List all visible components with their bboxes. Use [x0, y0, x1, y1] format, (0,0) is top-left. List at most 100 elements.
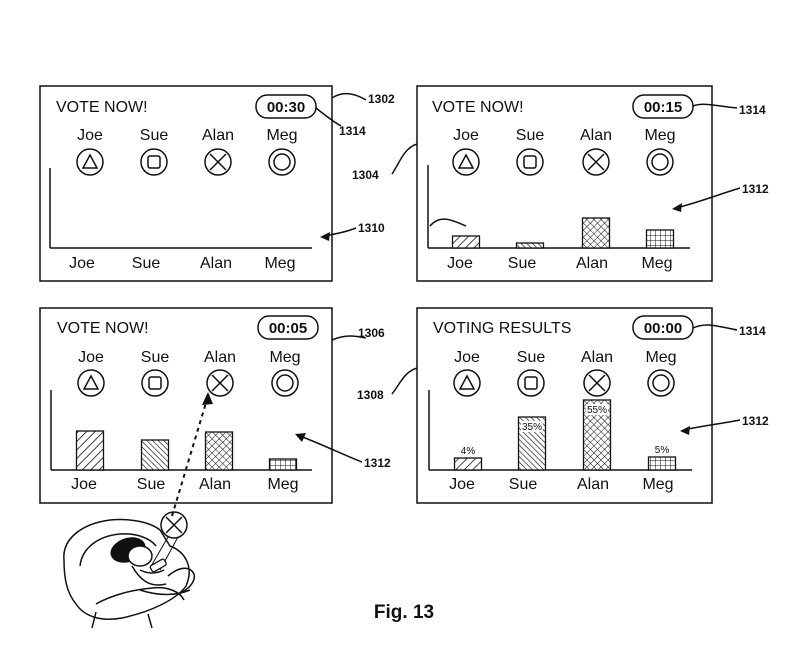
person-arm: [139, 569, 165, 574]
candidate-name: Alan: [581, 349, 613, 366]
bar: [75, 430, 105, 471]
panel-frame: [39, 85, 333, 282]
cross-icon[interactable]: [204, 148, 232, 176]
bar: [647, 456, 677, 471]
candidate-name: Meg: [266, 127, 297, 144]
cross-icon[interactable]: [582, 148, 610, 176]
x-stroke: [165, 516, 183, 534]
arrowhead: [680, 426, 690, 435]
reference-numerals: 1302 1314 1314 1304 1312 1310 1306 1314 …: [295, 92, 769, 470]
panel-frame: [416, 307, 713, 504]
circle-icon[interactable]: [646, 148, 674, 176]
leader-1302: [331, 92, 367, 101]
x-axis-label: Alan: [199, 476, 231, 493]
circle-icon[interactable]: [268, 148, 296, 176]
x-axis-label: Alan: [200, 255, 232, 272]
leader-1314-a: [315, 107, 342, 127]
ref-1306: 1306: [358, 326, 385, 340]
candidate-name: Meg: [644, 127, 675, 144]
circle-icon[interactable]: [647, 369, 675, 397]
percent-label: 55%: [587, 405, 607, 416]
triangle-icon[interactable]: [77, 369, 105, 397]
ref-1310: 1310: [358, 221, 385, 235]
percent-label-bg: [457, 445, 479, 456]
square-icon[interactable]: [517, 369, 545, 397]
timer-badge: [257, 315, 319, 340]
x-axis-label: Meg: [642, 476, 673, 493]
x-axis-label: Meg: [641, 255, 672, 272]
triangle-icon[interactable]: [76, 148, 104, 176]
circle-icon[interactable]: [271, 369, 299, 397]
timer-text: 00:05: [269, 320, 307, 337]
arrowhead: [295, 433, 306, 442]
remote-signal: [149, 536, 169, 569]
x-axis-label: Sue: [132, 255, 161, 272]
percent-label: 5%: [655, 445, 670, 456]
square-icon[interactable]: [140, 148, 168, 176]
leader-1308: [391, 367, 418, 395]
x-axis-label: Joe: [69, 255, 95, 272]
timer-text: 00:00: [644, 320, 682, 337]
triangle-icon[interactable]: [452, 148, 480, 176]
figure-label: Fig. 13: [374, 602, 434, 623]
cross-icon[interactable]: [583, 369, 611, 397]
ref-1308: 1308: [357, 388, 384, 402]
candidate-name: Joe: [454, 349, 480, 366]
bar: [268, 458, 298, 471]
ref-1302: 1302: [368, 92, 395, 106]
timer-badge: [632, 94, 694, 119]
armrest: [167, 567, 196, 595]
square-icon[interactable]: [141, 369, 169, 397]
timer-badge: [255, 94, 317, 119]
bar: [451, 235, 481, 249]
leader-1312-a: [675, 187, 741, 209]
armchair-back: [79, 533, 157, 567]
x-axis-label: Joe: [71, 476, 97, 493]
panel-frame: [416, 85, 713, 282]
x-axis-label: Alan: [577, 476, 609, 493]
candidate-name: Sue: [517, 349, 546, 366]
candidate-name: Sue: [516, 127, 545, 144]
bar-group: [75, 430, 298, 471]
selected-x-icon: [160, 511, 188, 539]
x-axis-label: Meg: [267, 476, 298, 493]
panel-title: VOTE NOW!: [56, 99, 148, 116]
viewer-illustration: [63, 392, 213, 629]
chair-leg: [147, 613, 153, 629]
bar: [581, 217, 611, 249]
candidate-name: Sue: [141, 349, 170, 366]
percent-label-bg: [521, 421, 543, 432]
person-face: [127, 545, 153, 567]
square-icon[interactable]: [516, 148, 544, 176]
ref-1312-b: 1312: [742, 414, 769, 428]
trend-curve: [429, 218, 467, 227]
candidate-name: Alan: [202, 127, 234, 144]
triangle-icon[interactable]: [453, 369, 481, 397]
panel-frame: [39, 307, 333, 504]
remote-control: [149, 558, 167, 573]
x-axis-label: Joe: [447, 255, 473, 272]
candidate-name: Meg: [269, 349, 300, 366]
leader-1304: [391, 143, 418, 175]
cross-icon[interactable]: [206, 369, 234, 397]
chair-leg: [91, 611, 97, 629]
percent-label-bg: [651, 444, 673, 455]
ref-1304: 1304: [352, 168, 379, 182]
bar-group: 4%35%55%5%: [453, 399, 677, 471]
timer-text: 00:30: [267, 99, 305, 116]
percent-label: 4%: [461, 446, 476, 457]
bar: [645, 229, 675, 249]
timer-text: 00:15: [644, 99, 682, 116]
